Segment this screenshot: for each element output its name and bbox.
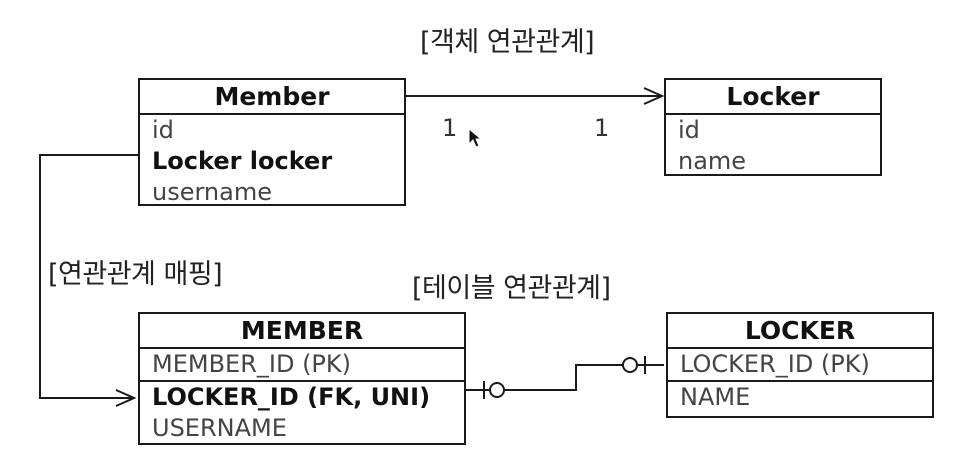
table-relation-label: [테이블 연관관계] bbox=[412, 273, 611, 304]
locker-field-name: name bbox=[678, 147, 747, 175]
locker-multiplicity: 1 bbox=[594, 114, 610, 142]
relation-mapping-label: [연관관계 매핑] bbox=[48, 259, 223, 290]
mouse-cursor-icon bbox=[468, 128, 483, 148]
member-field-username: username bbox=[152, 178, 272, 206]
locker-column-name: NAME bbox=[680, 383, 751, 411]
locker-table-box: LOCKER LOCKER_ID (PK) NAME bbox=[666, 312, 934, 418]
locker-class-box: Locker id name bbox=[664, 78, 882, 176]
locker-class-title: Locker bbox=[666, 80, 880, 115]
mapping-arrow bbox=[39, 154, 138, 407]
member-field-locker: Locker locker bbox=[152, 147, 333, 175]
object-relation-label: [객체 연관관계] bbox=[420, 27, 595, 58]
member-column-username: USERNAME bbox=[152, 414, 287, 442]
member-class-box: Member id Locker locker username bbox=[138, 78, 406, 206]
member-table-box: MEMBER MEMBER_ID (PK) LOCKER_ID (FK, UNI… bbox=[138, 312, 466, 445]
member-multiplicity: 1 bbox=[442, 114, 458, 142]
locker-field-id: id bbox=[678, 116, 700, 144]
locker-table-title: LOCKER bbox=[668, 314, 932, 349]
locker-column-locker-id: LOCKER_ID (PK) bbox=[668, 349, 932, 382]
member-column-locker-id: LOCKER_ID (FK, UNI) bbox=[152, 383, 431, 411]
member-field-id: id bbox=[152, 116, 174, 144]
association-arrow bbox=[406, 87, 665, 105]
member-table-title: MEMBER bbox=[140, 314, 464, 349]
member-class-title: Member bbox=[140, 80, 404, 115]
member-column-member-id: MEMBER_ID (PK) bbox=[140, 349, 464, 382]
table-relation-line bbox=[466, 356, 664, 399]
